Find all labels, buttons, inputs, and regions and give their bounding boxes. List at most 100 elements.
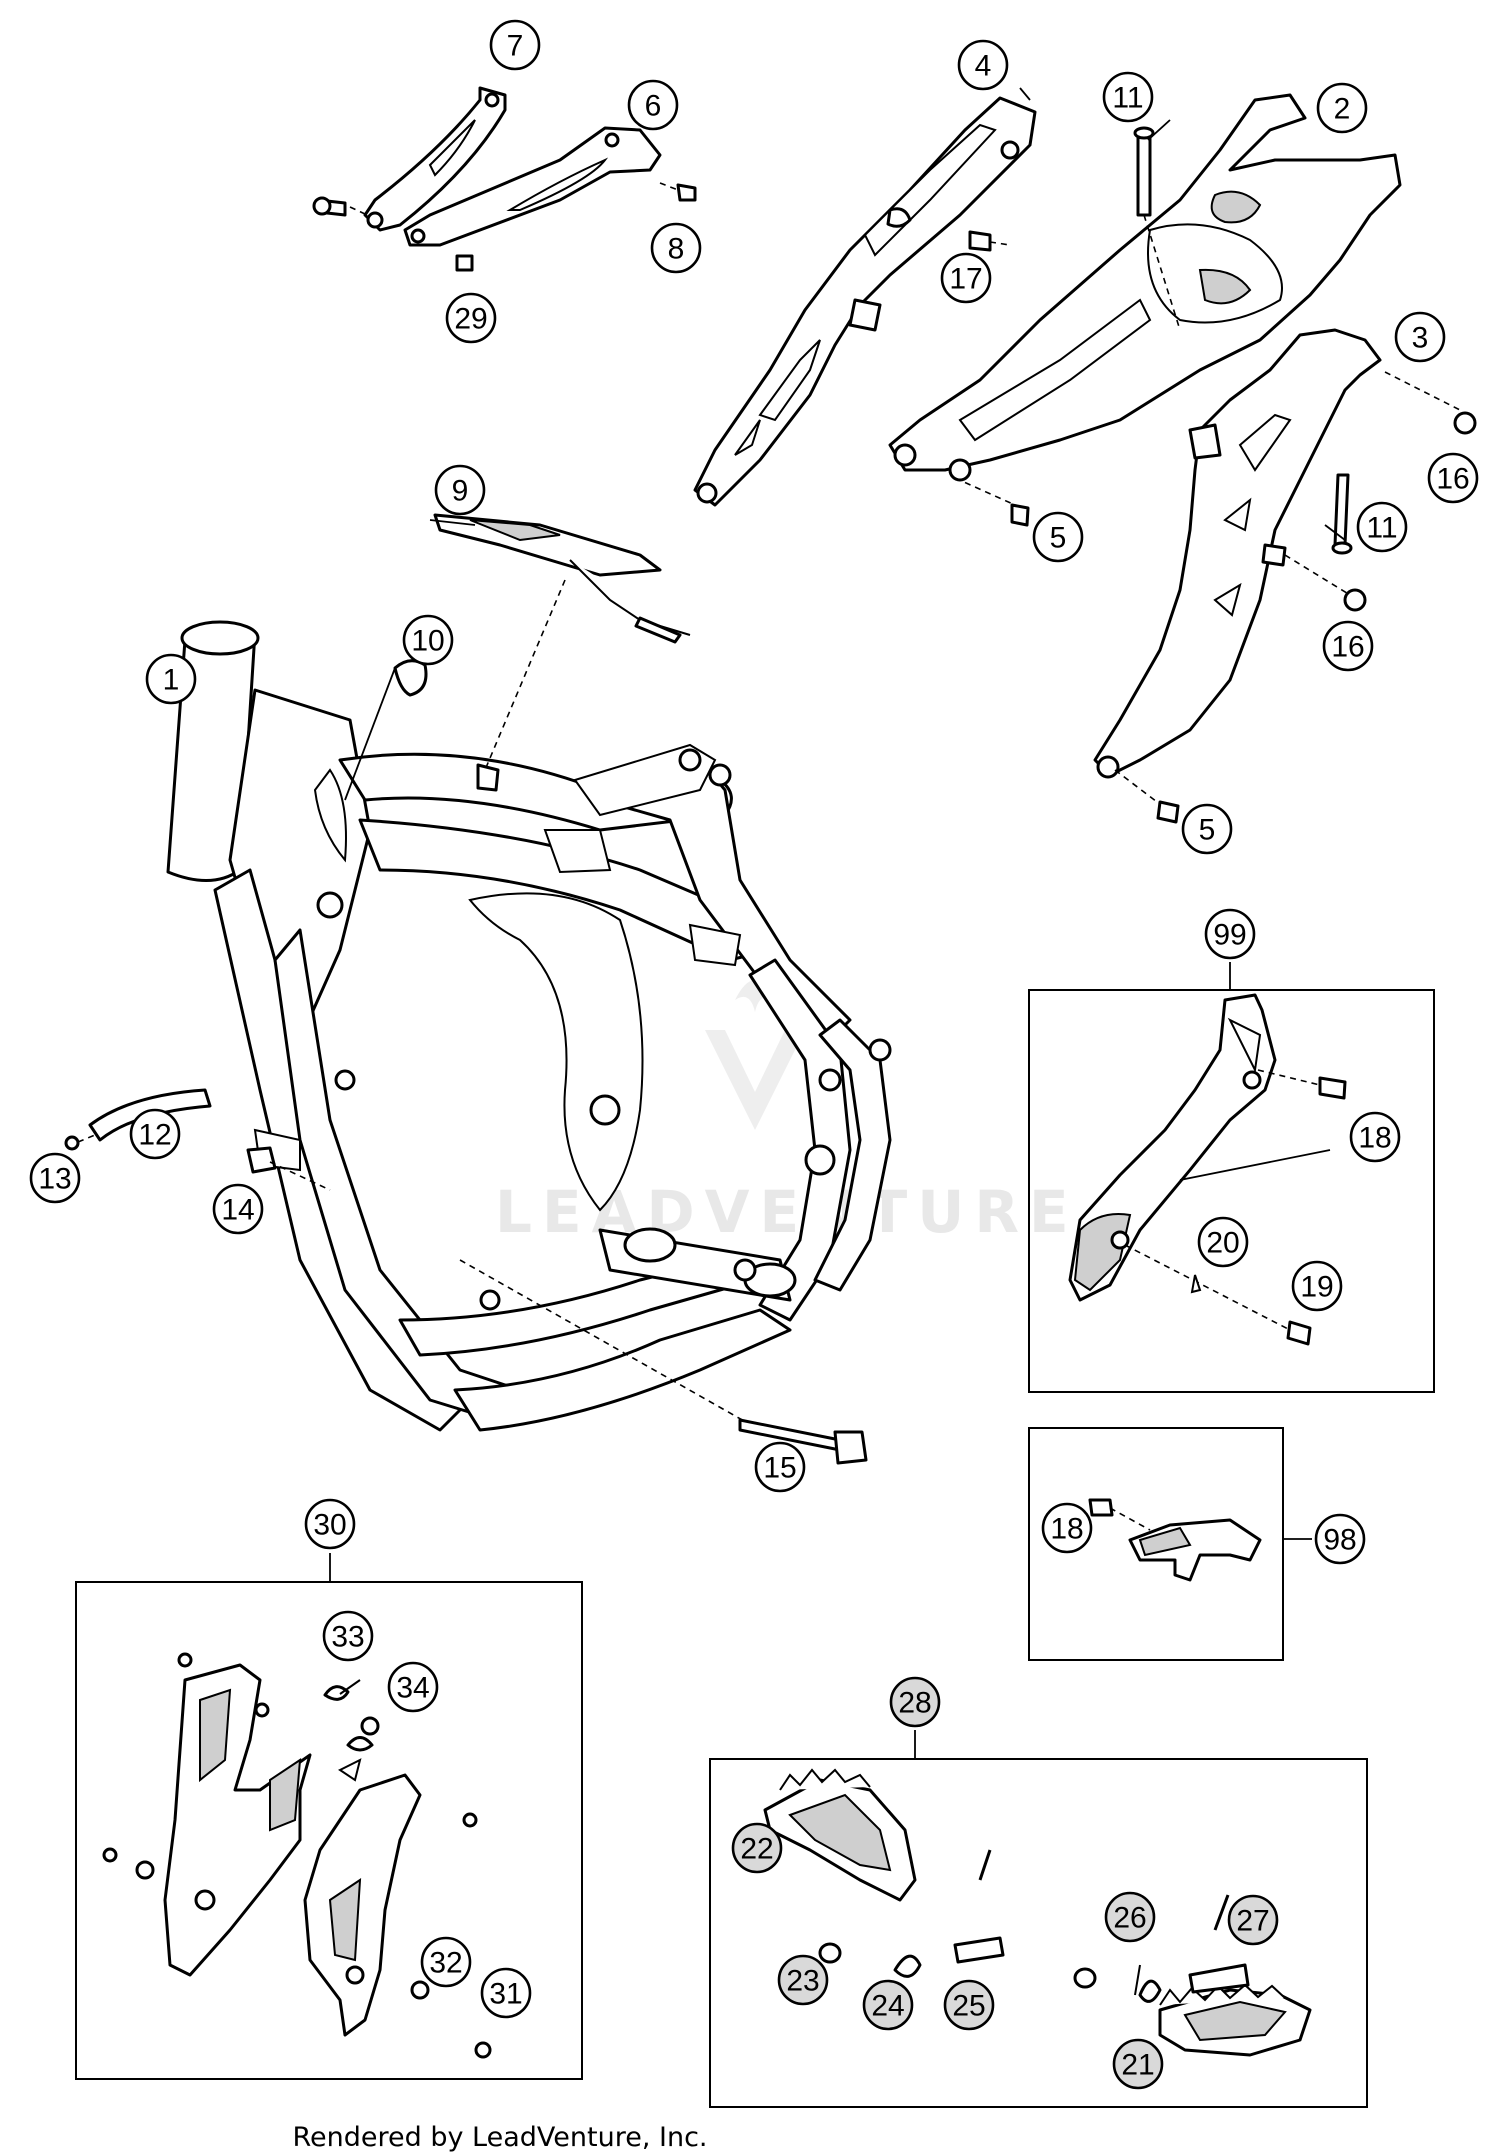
callout-29: 29 (445, 292, 497, 344)
box-30 (75, 1581, 583, 2080)
callout-12: 12 (129, 1108, 181, 1160)
callout-33: 33 (322, 1610, 374, 1662)
svg-text:1: 1 (163, 664, 180, 697)
callout-30: 30 (304, 1498, 356, 1550)
frame-protector-right (303, 1736, 492, 2059)
box-99 (1028, 989, 1435, 1393)
svg-text:16: 16 (1436, 463, 1469, 496)
box-28 (709, 1758, 1368, 2108)
svg-text:98: 98 (1323, 1524, 1356, 1557)
svg-text:13: 13 (38, 1163, 71, 1196)
callout-28: 28 (889, 1676, 941, 1728)
callout-7: 7 (489, 19, 541, 71)
box-98 (1028, 1427, 1284, 1661)
svg-text:32: 32 (429, 1947, 462, 1980)
callout-18b: 18 (1041, 1502, 1093, 1554)
svg-text:4: 4 (975, 50, 992, 83)
callout-26: 26 (1104, 1891, 1156, 1943)
nut-16b (1343, 588, 1367, 612)
callout-31: 31 (480, 1967, 532, 2019)
frame-protector-left (102, 1652, 312, 1977)
nut-14 (246, 1146, 331, 1191)
callout-2: 2 (1316, 82, 1368, 134)
svg-text:14: 14 (221, 1194, 254, 1227)
clip-13 (64, 1134, 96, 1151)
subframe-lower-3 (1093, 328, 1461, 824)
bracket-6 (403, 126, 697, 272)
svg-text:6: 6 (645, 90, 662, 123)
callout-24: 24 (862, 1979, 914, 2031)
callout-3: 3 (1394, 311, 1446, 363)
svg-text:33: 33 (331, 1621, 364, 1654)
svg-text:23: 23 (786, 1965, 819, 1998)
svg-text:12: 12 (138, 1119, 171, 1152)
callout-5a: 5 (1032, 511, 1084, 563)
svg-text:5: 5 (1199, 814, 1216, 847)
svg-text:22: 22 (740, 1833, 773, 1866)
callout-19: 19 (1291, 1260, 1343, 1312)
svg-text:5: 5 (1050, 522, 1067, 555)
callout-4: 4 (957, 39, 1009, 91)
subframe-side-4 (693, 96, 1037, 507)
svg-text:29: 29 (454, 303, 487, 336)
svg-text:25: 25 (952, 1990, 985, 2023)
svg-text:15: 15 (763, 1452, 796, 1485)
svg-text:2: 2 (1334, 93, 1351, 126)
svg-text:11: 11 (1112, 82, 1143, 115)
callout-18a: 18 (1349, 1111, 1401, 1163)
callout-25: 25 (943, 1979, 995, 2031)
callout-98: 98 (1314, 1513, 1366, 1565)
svg-text:28: 28 (898, 1687, 931, 1720)
callout-32: 32 (420, 1936, 472, 1988)
svg-text:8: 8 (668, 233, 685, 266)
leader-17 (989, 241, 1011, 246)
svg-text:3: 3 (1412, 322, 1429, 355)
svg-text:11: 11 (1366, 512, 1397, 545)
svg-text:24: 24 (871, 1990, 904, 2023)
rear-subframe-2 (888, 93, 1402, 527)
callout-99: 99 (1204, 908, 1256, 960)
main-frame (166, 620, 892, 1432)
callout-11a: 11 (1102, 71, 1154, 123)
clip-33-34 (323, 1679, 380, 1736)
svg-text:27: 27 (1236, 1905, 1269, 1938)
callout-20: 20 (1197, 1216, 1249, 1268)
bracket-7 (312, 86, 507, 232)
footrest-hardware (818, 1849, 1250, 2003)
svg-text:10: 10 (411, 625, 444, 658)
svg-text:20: 20 (1206, 1227, 1239, 1260)
nut-16a (1453, 411, 1477, 435)
callout-15: 15 (754, 1441, 806, 1493)
callout-17: 17 (940, 252, 992, 304)
footrest-21 (1158, 1983, 1312, 2057)
svg-text:17: 17 (949, 263, 982, 296)
svg-text:30: 30 (313, 1509, 346, 1542)
callout-11b: 11 (1356, 501, 1408, 553)
callout-16a: 16 (1427, 452, 1479, 504)
callout-8: 8 (650, 222, 702, 274)
bolt-15 (459, 1259, 868, 1465)
callout-9: 9 (434, 464, 486, 516)
callout-22: 22 (731, 1822, 783, 1874)
svg-text:31: 31 (489, 1978, 522, 2011)
bracket-9 (429, 513, 691, 792)
chain-guide (1068, 993, 1347, 1346)
callout-6: 6 (627, 79, 679, 131)
svg-text:18: 18 (1050, 1513, 1083, 1546)
svg-text:16: 16 (1331, 631, 1364, 664)
svg-text:34: 34 (396, 1672, 429, 1705)
clip-10 (344, 659, 428, 801)
svg-text:21: 21 (1121, 2049, 1154, 2082)
callout-14: 14 (212, 1183, 264, 1235)
callout-23: 23 (777, 1954, 829, 2006)
callout-16b: 16 (1322, 620, 1374, 672)
callout-5b: 5 (1181, 803, 1233, 855)
svg-text:7: 7 (507, 30, 524, 63)
footer-credit: Rendered by LeadVenture, Inc. (292, 2122, 708, 2153)
svg-text:99: 99 (1213, 919, 1246, 952)
slider-98 (1088, 1498, 1262, 1582)
svg-text:19: 19 (1300, 1271, 1333, 1304)
watermark-text: LEADVENTURE (495, 1178, 1079, 1246)
footrest-22 (763, 1768, 917, 1902)
